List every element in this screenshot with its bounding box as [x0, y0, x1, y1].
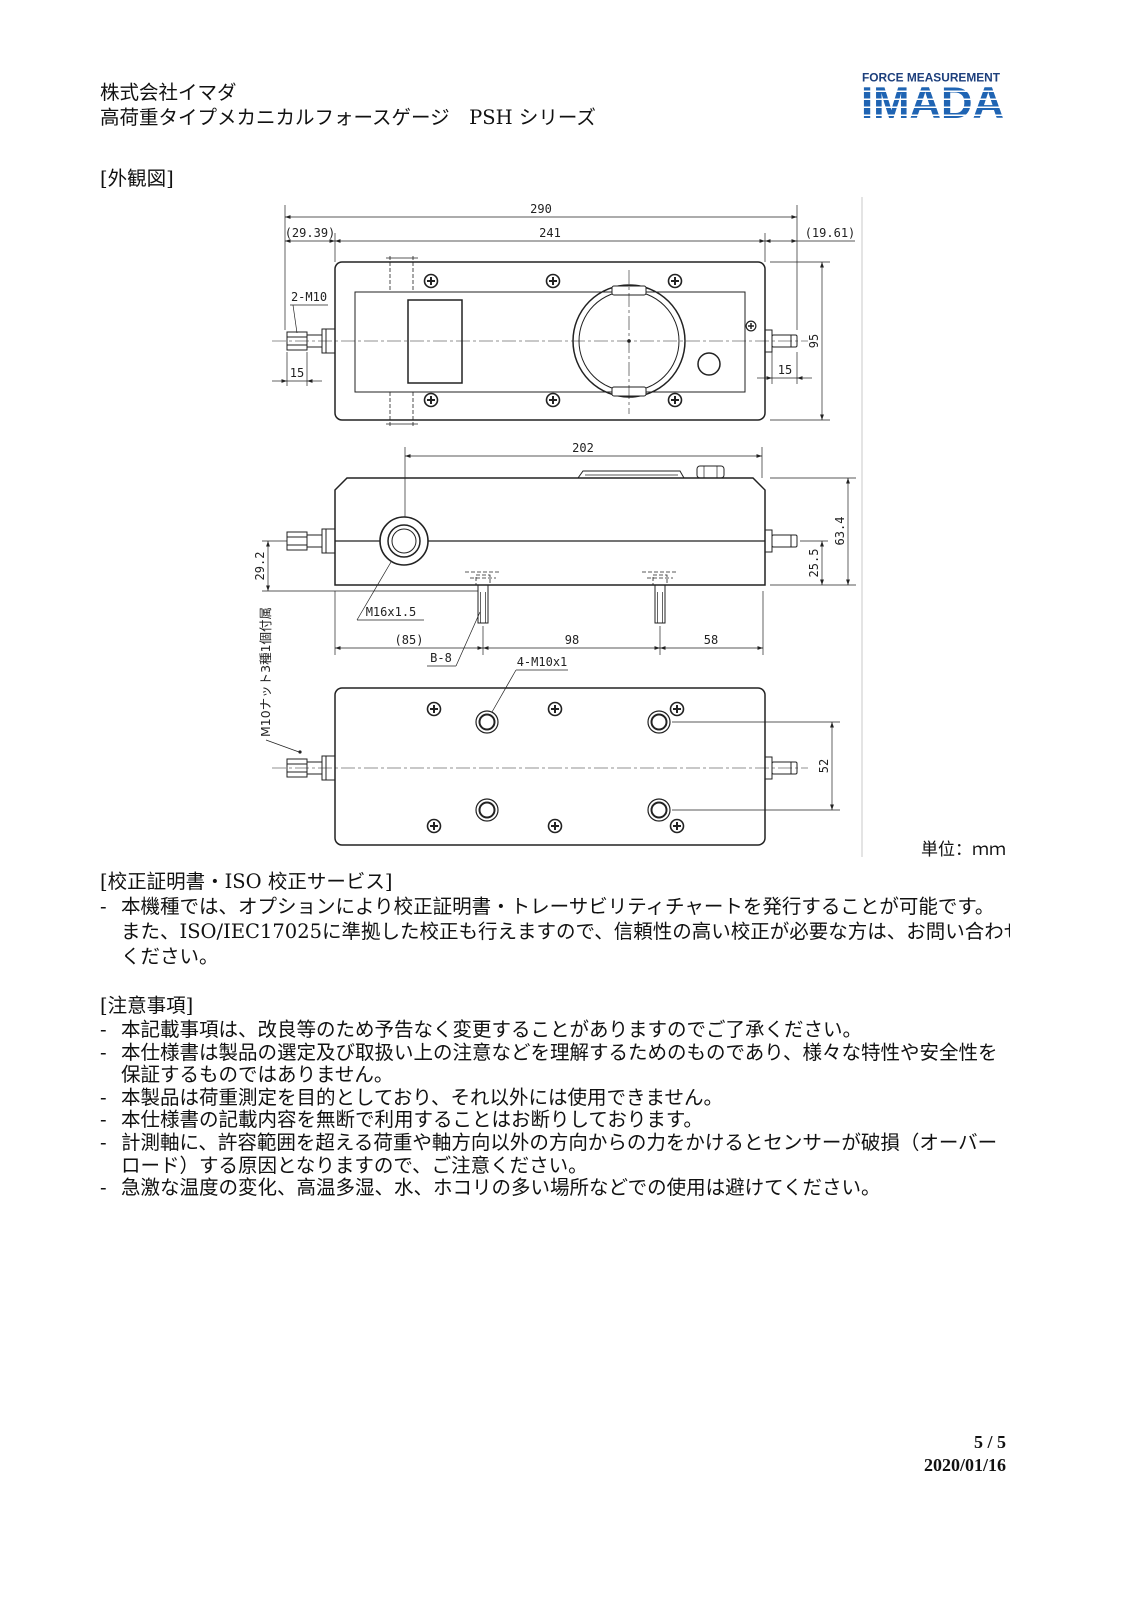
bullet: - — [100, 1040, 107, 1064]
dim-left-end-offset: (29.39) — [285, 226, 336, 240]
display-window — [407, 299, 463, 384]
side-view: 202 — [253, 441, 856, 754]
screw — [667, 392, 683, 408]
outline-drawing: 290 (29.39) 241 (19.61) — [253, 197, 863, 857]
logo-tagline: FORCE MEASUREMENT — [862, 71, 1001, 85]
side-body — [334, 477, 766, 586]
dim-width: 95 — [807, 334, 821, 348]
top-panel — [354, 291, 746, 393]
dial — [572, 270, 686, 414]
calibration-section: [校正証明書・ISO 校正サービス] - 本機種では、オプションにより校正証明書… — [100, 869, 1010, 969]
screw — [426, 701, 442, 717]
label-accessory-note: M10ナット3種1個付属 — [258, 607, 273, 737]
dial-cover — [577, 470, 685, 479]
dim-length-to-port: 202 — [572, 441, 594, 455]
mount-hole — [475, 710, 499, 734]
screw — [423, 273, 439, 289]
label-end-thread: 2-M10 — [291, 290, 327, 304]
label-foot-part: B-8 — [430, 651, 452, 665]
product-series: 高荷重タイプメカニカルフォースゲージ PSH シリーズ — [100, 106, 596, 129]
note-line: ロード）する原因となりますので、ご注意ください。 — [121, 1154, 588, 1177]
dim-foot-right-offset: 58 — [704, 633, 718, 647]
screw — [547, 701, 563, 717]
note-line: 本仕様書の記載内容を無断で利用することはお断りしております。 — [121, 1109, 703, 1132]
bullet: - — [100, 1108, 107, 1132]
screw — [423, 392, 439, 408]
note-item: - 計測軸に、許容範囲を超える荷重や軸方向以外の方向からの力をかけるとセンサーが… — [100, 1130, 1010, 1177]
screw — [669, 818, 685, 834]
label-mount-holes: 4-M10x1 — [517, 655, 568, 669]
note-item: - 本仕様書の記載内容を無断で利用することはお断りしております。 — [100, 1109, 1010, 1132]
bottom-view: 4-M10x1 52 — [272, 655, 840, 846]
calibration-title: [校正証明書・ISO 校正サービス] — [100, 870, 393, 893]
note-line: 保証するものではありません。 — [121, 1064, 394, 1087]
label-port-thread: M16x1.5 — [366, 605, 417, 619]
bullet: - — [100, 895, 107, 918]
dim-overall-length: 290 — [530, 202, 552, 216]
dim-body-length: 241 — [539, 226, 561, 240]
imada-logo: FORCE MEASUREMENT IMADA — [861, 71, 1004, 123]
foot — [642, 571, 678, 624]
screw — [667, 273, 683, 289]
note-line: 計測軸に、許容範囲を超える荷重や軸方向以外の方向からの力をかけるとセンサーが破損… — [121, 1131, 998, 1154]
note-item: - 本製品は荷重測定を目的としており、それ以外には使用できません。 — [100, 1085, 1010, 1110]
bullet: - — [100, 1130, 107, 1154]
note-line: 本仕様書は製品の選定及び取扱い上の注意などを理解するためのものであり、様々な特性… — [121, 1041, 998, 1064]
left-connector — [286, 528, 336, 554]
calibration-line: 本機種では、オプションにより校正証明書・トレーサビリティチャートを発行することが… — [121, 895, 995, 918]
dim-right-end-offset: (19.61) — [805, 226, 856, 240]
dim-left-thread-length: 15 — [290, 366, 304, 380]
unit-note: 単位：ｍｍ — [921, 840, 1006, 860]
mount-hole — [475, 798, 499, 822]
dim-right-thread-length: 15 — [778, 363, 792, 377]
outline-drawing-title: [外観図] — [100, 167, 174, 190]
screw — [745, 320, 757, 332]
screw — [669, 701, 685, 717]
note-line: 本製品は荷重測定を目的としており、それ以外には使用できません。 — [121, 1086, 723, 1109]
mount-hole — [647, 798, 671, 822]
bullet: - — [100, 1018, 107, 1041]
header: 株式会社イマダ 高荷重タイプメカニカルフォースゲージ PSH シリーズ — [100, 80, 596, 130]
mount-hole — [647, 710, 671, 734]
notes-title: [注意事項] — [100, 994, 194, 1017]
screw — [426, 818, 442, 834]
screw — [545, 273, 561, 289]
dim-foot-pitch: 98 — [565, 633, 579, 647]
page-number: 5 / 5 — [973, 1432, 1006, 1452]
note-item: - 本記載事項は、改良等のため予告なく変更することがありますのでご了承ください。 — [100, 1018, 1010, 1042]
dim-hole-pitch: 52 — [817, 759, 831, 773]
dim-foot-left-offset: (85) — [395, 633, 424, 647]
dim-port-axis-height: 29.2 — [253, 552, 267, 581]
company-name: 株式会社イマダ — [100, 81, 237, 104]
port — [379, 516, 429, 566]
calibration-line: ください。 — [121, 945, 219, 968]
notes-list: - 本記載事項は、改良等のため予告なく変更することがありますのでご了承ください。… — [100, 1018, 1010, 1200]
screw — [545, 392, 561, 408]
screw — [547, 818, 563, 834]
strap-bracket — [386, 256, 418, 426]
dim-height: 63.4 — [833, 517, 847, 546]
foot — [465, 571, 501, 624]
bullet: - — [100, 1176, 107, 1200]
zero-knob — [697, 352, 721, 376]
dim-axis-height: 25.5 — [807, 549, 821, 578]
note-line: 本記載事項は、改良等のため予告なく変更することがありますのでご了承ください。 — [121, 1019, 863, 1041]
note-line: 急激な温度の変化、高温多湿、水、ホコリの多い場所などでの使用は避けてください。 — [121, 1177, 881, 1200]
calibration-line: また、ISO/IEC17025に準拠した校正も行えますので、信頼性の高い校正が必… — [121, 920, 1010, 943]
side-knob — [696, 465, 725, 479]
top-view: 290 (29.39) 241 (19.61) — [272, 202, 855, 426]
right-connector — [764, 529, 798, 553]
logo-brand: IMADA — [861, 79, 1004, 122]
note-item: - 本仕様書は製品の選定及び取扱い上の注意などを理解するためのものであり、様々な… — [100, 1040, 1010, 1087]
calibration-item: - 本機種では、オプションにより校正証明書・トレーサビリティチャートを発行するこ… — [100, 894, 1010, 969]
bullet: - — [100, 1085, 107, 1109]
note-item: - 急激な温度の変化、高温多湿、水、ホコリの多い場所などでの使用は避けてください… — [100, 1177, 1010, 1200]
document-date: 2020/01/16 — [923, 1455, 1006, 1475]
